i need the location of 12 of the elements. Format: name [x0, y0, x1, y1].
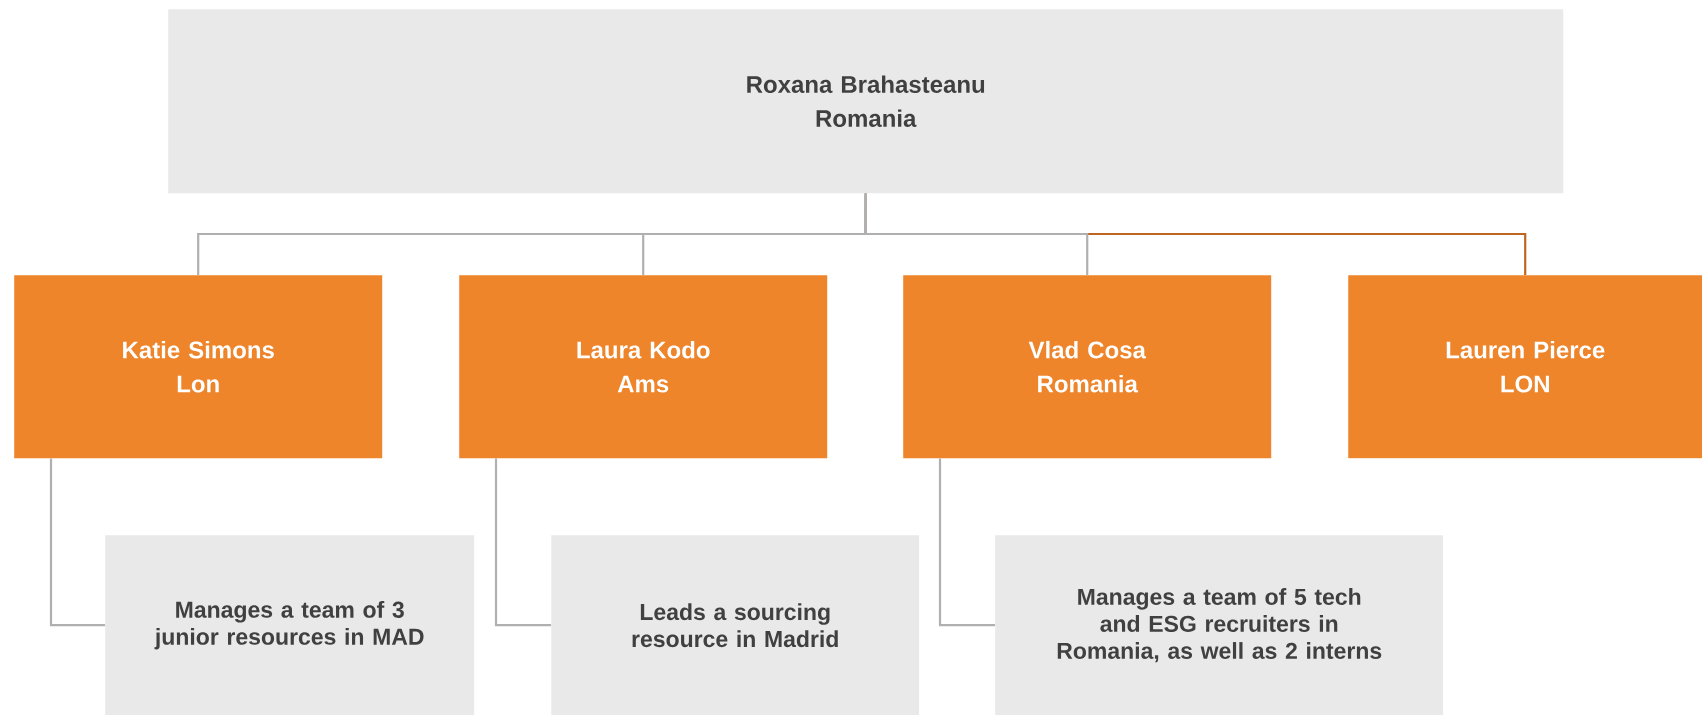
note-box: Manages a team of 3 junior resources in MAD: [105, 535, 475, 715]
leader-line: [49, 458, 105, 627]
person-box: Laura Kodo Ams: [459, 275, 828, 459]
note-box: Leads a sourcing resource in Madrid: [551, 535, 920, 715]
person-box: Katie Simons Lon: [14, 275, 383, 459]
person-box: Roxana Brahasteanu Romania: [168, 9, 1564, 194]
leader-line: [938, 458, 995, 627]
person-box: Vlad Cosa Romania: [903, 275, 1272, 459]
leader-line: [494, 458, 551, 627]
note-box: Manages a team of 5 tech and ESG recruiters in Romania, as well as 2 interns: [995, 535, 1444, 715]
person-box: Lauren Pierce LON: [1348, 275, 1702, 459]
connector-line: [864, 193, 1089, 275]
